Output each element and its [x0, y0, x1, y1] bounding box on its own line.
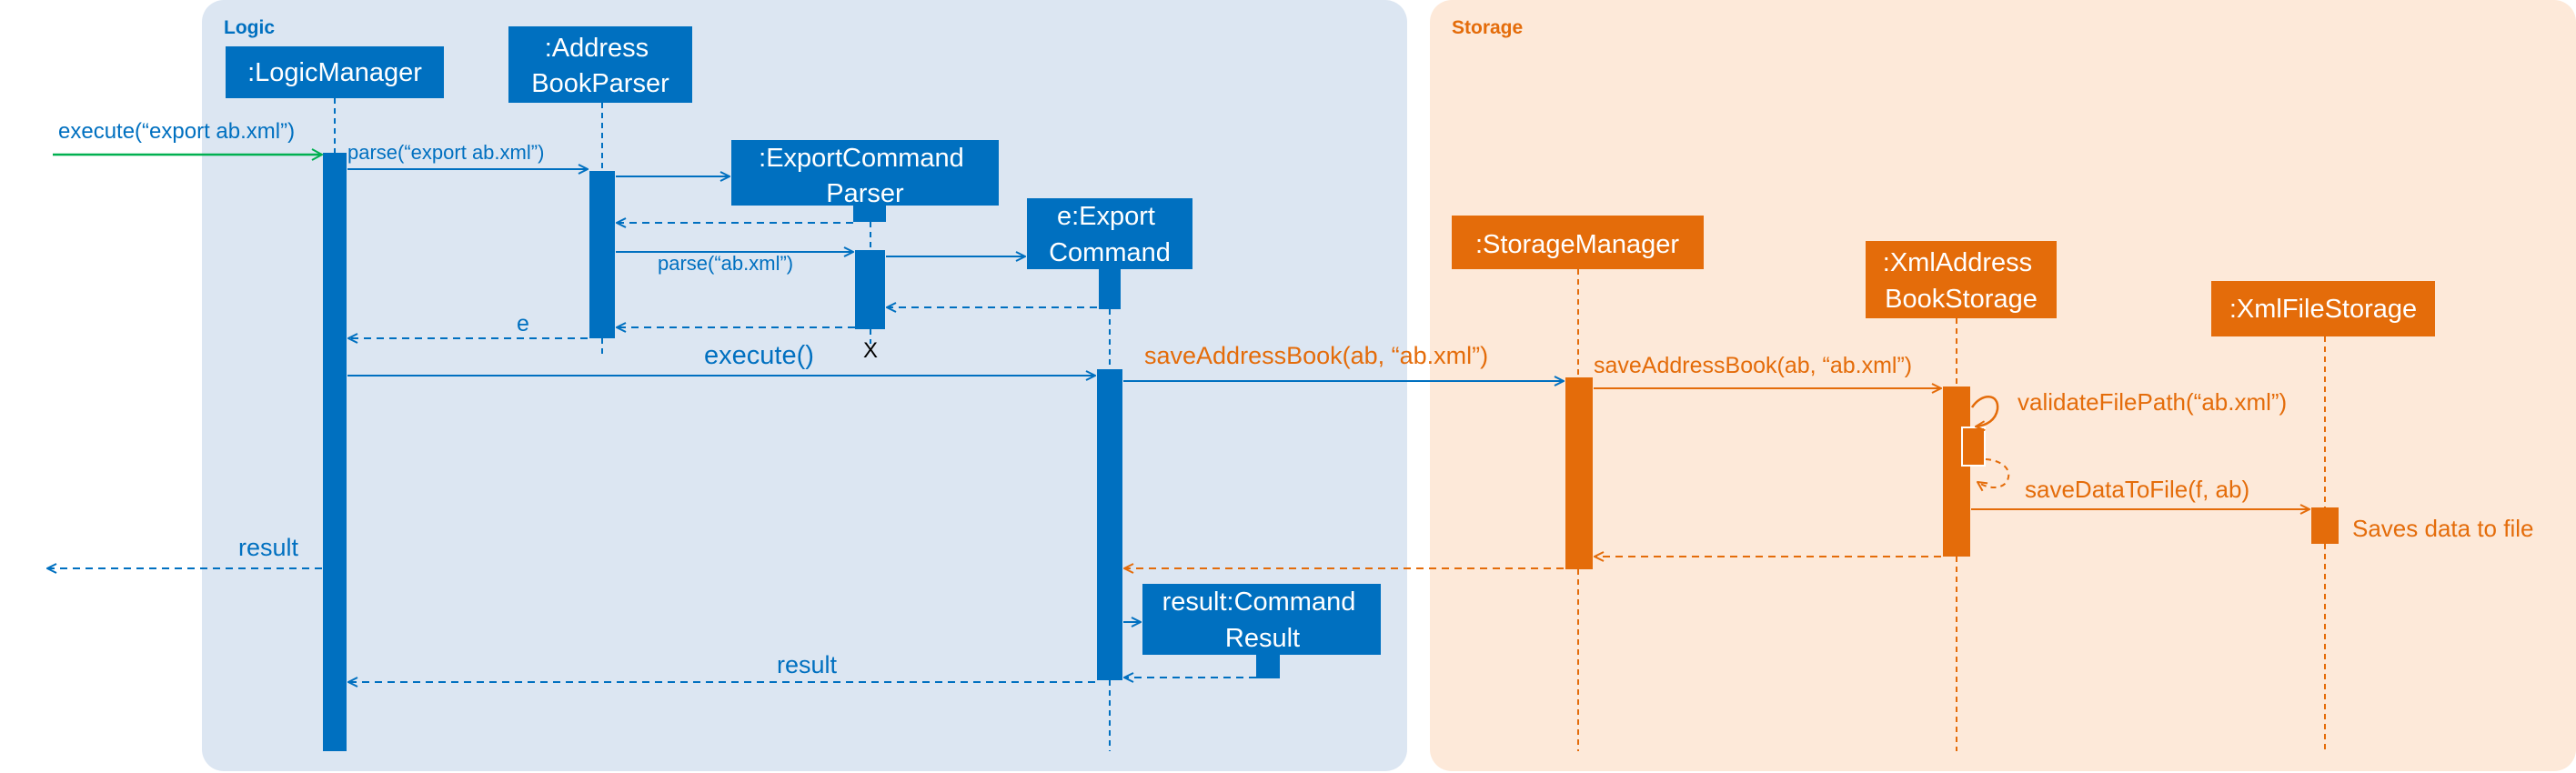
validate-file-path-return-arrow [1977, 458, 2010, 487]
export-command-parser-label: :ExportCommand Parser [759, 144, 971, 208]
result-outer-label: result [238, 534, 299, 561]
command-result-label: result:Command Result [1162, 587, 1363, 653]
logic-manager-label: :LogicManager [247, 58, 422, 87]
export-command-parser-activation [855, 250, 885, 329]
xml-address-book-storage-box [1866, 241, 2057, 318]
command-result-box [1142, 584, 1381, 655]
address-book-parser-box [508, 26, 692, 103]
save-address-book-1-label: saveAddressBook(ab, “ab.xml”) [1144, 342, 1488, 369]
storage-manager-box [1452, 216, 1704, 269]
storage-manager-activation [1565, 377, 1593, 569]
export-command-activation [1097, 369, 1122, 680]
logic-frame-label: Logic [224, 17, 275, 38]
export-command-parser-box-tab [853, 206, 886, 222]
export-command-label: e:Export Command [1049, 202, 1171, 267]
storage-frame [1430, 0, 2576, 771]
save-data-to-file-label: saveDataToFile(f, ab) [2025, 476, 2249, 503]
export-command-parser-box [731, 140, 999, 206]
validate-file-path-label: validateFilePath(“ab.xml”) [2018, 388, 2287, 416]
saves-data-note: Saves data to file [2352, 515, 2533, 542]
address-book-parser-activation [589, 171, 615, 338]
execute-export-label: execute(“export ab.xml”) [58, 119, 295, 144]
validate-file-path-arrow [1970, 396, 1999, 427]
execute-label: execute() [704, 341, 814, 370]
export-command-box [1027, 198, 1192, 269]
logic-manager-activation [323, 153, 347, 751]
parse-export-label: parse(“export ab.xml”) [347, 141, 544, 164]
return-e-label: e [517, 311, 529, 336]
result-inner-label: result [777, 651, 838, 678]
xml-file-storage-box [2211, 281, 2435, 336]
storage-manager-label: :StorageManager [1475, 230, 1679, 259]
address-book-parser-label: :Address BookParser [531, 34, 669, 98]
xml-file-storage-activation [2311, 507, 2339, 544]
save-address-book-2-label: saveAddressBook(ab, “ab.xml”) [1594, 353, 1912, 378]
xml-address-book-storage-label: :XmlAddress BookStorage [1883, 248, 2039, 314]
xml-file-storage-label: :XmlFileStorage [2229, 295, 2417, 324]
xml-address-book-storage-activation [1943, 386, 1970, 557]
destroy-marker: X [863, 338, 878, 363]
parse-ab-label: parse(“ab.xml”) [658, 252, 793, 275]
command-result-box-tab [1256, 655, 1280, 678]
logic-manager-box [226, 46, 444, 98]
export-command-box-tab [1099, 269, 1121, 309]
storage-frame-label: Storage [1452, 17, 1523, 38]
xml-address-book-storage-self-activation [1961, 427, 1986, 467]
